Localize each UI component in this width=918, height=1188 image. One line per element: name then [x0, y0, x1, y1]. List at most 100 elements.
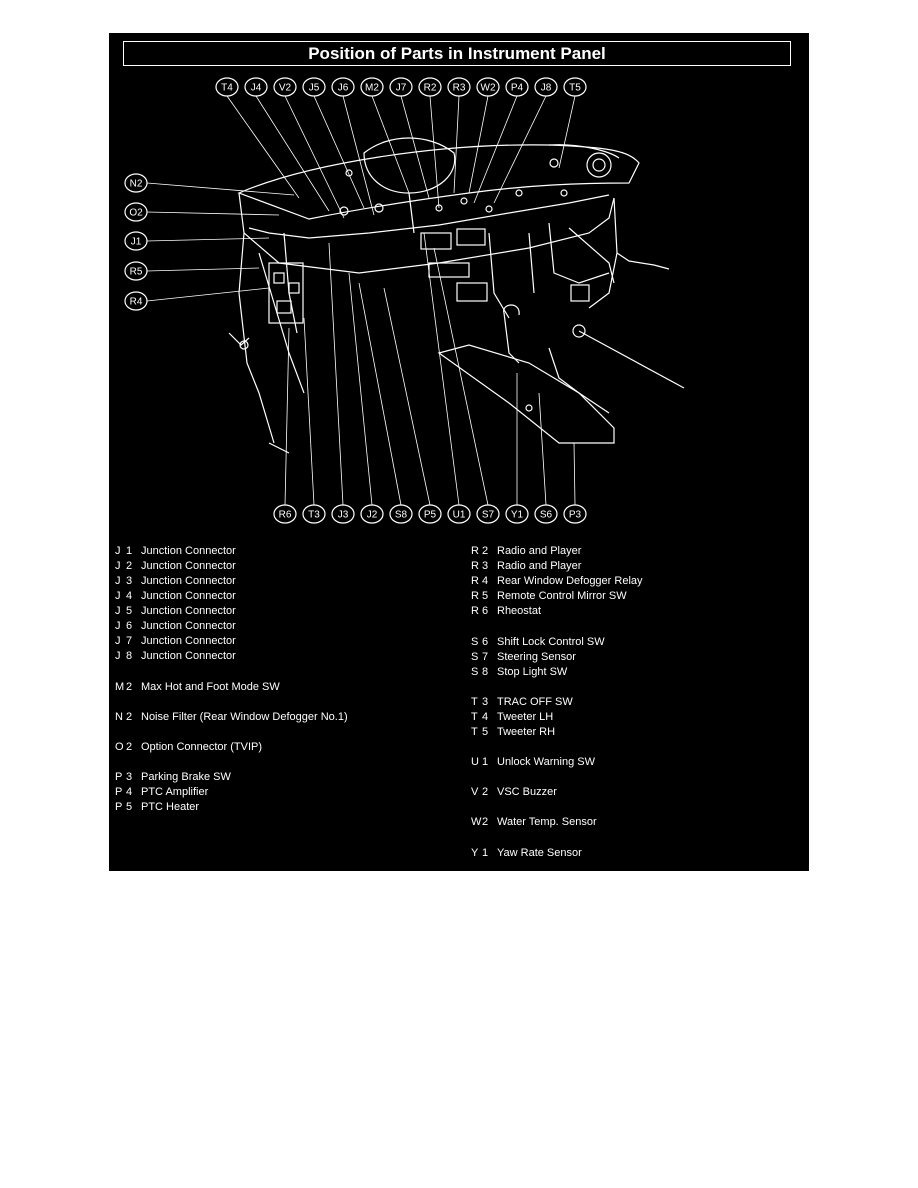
legend-number: 5	[482, 590, 489, 602]
legend-name: Junction Connector	[141, 650, 236, 662]
callout-r3: R3	[447, 77, 471, 97]
callout-p4-label: P4	[511, 83, 524, 94]
callout-p5: P5	[418, 504, 442, 524]
callout-p3: P3	[563, 504, 587, 524]
leader-line	[383, 287, 431, 506]
legend-letter: W	[471, 816, 482, 828]
leader-line	[328, 242, 344, 506]
legend-letter: J	[115, 650, 121, 662]
legend-number: 1	[482, 756, 489, 768]
callout-r6: R6	[273, 504, 297, 524]
legend-number: 2	[482, 786, 489, 798]
callout-n2: N2	[124, 173, 148, 193]
legend-letter: U	[471, 756, 479, 768]
legend-letter: P	[115, 801, 123, 813]
callout-t5-label: T5	[569, 83, 581, 94]
callout-o2-label: O2	[129, 208, 143, 219]
legend-number: 6	[482, 605, 489, 617]
callout-j1-label: J1	[131, 237, 142, 248]
callout-u1: U1	[447, 504, 471, 524]
callout-j7-label: J7	[396, 83, 407, 94]
legend-name: Shift Lock Control SW	[497, 636, 605, 648]
callout-r4: R4	[124, 291, 148, 311]
callout-s6: S6	[534, 504, 558, 524]
callout-m2-label: M2	[365, 83, 379, 94]
callout-r5: R5	[124, 261, 148, 281]
leader-line	[468, 95, 489, 194]
leader-line	[146, 267, 260, 272]
callout-j5: J5	[302, 77, 326, 97]
callout-j8-label: J8	[541, 83, 552, 94]
legend-letter: T	[471, 696, 478, 708]
callout-r6-label: R6	[279, 510, 292, 521]
leader-line	[303, 317, 315, 506]
legend-number: 3	[482, 560, 489, 572]
legend-name: Junction Connector	[141, 545, 236, 557]
legend-name: Parking Brake SW	[141, 771, 231, 783]
legend-letter: P	[115, 771, 123, 783]
callout-j2: J2	[360, 504, 384, 524]
leader-line	[226, 95, 300, 199]
legend-number: 4	[482, 575, 489, 587]
legend-name: Tweeter LH	[497, 711, 554, 723]
leader-line	[538, 392, 547, 506]
legend-name: Remote Control Mirror SW	[497, 590, 627, 602]
callout-t5: T5	[563, 77, 587, 97]
callout-p3-label: P3	[569, 510, 582, 521]
leader-line	[255, 95, 330, 212]
callout-y1-label: Y1	[511, 510, 524, 521]
callout-j8: J8	[534, 77, 558, 97]
callout-j1: J1	[124, 231, 148, 251]
legend-number: 3	[126, 575, 133, 587]
leader-line	[493, 95, 547, 204]
legend-name: Option Connector (TVIP)	[141, 741, 263, 753]
callout-leader-lines	[146, 95, 576, 506]
legend-name: Junction Connector	[141, 605, 236, 617]
legend-number: 2	[126, 681, 133, 693]
dashboard-drawing	[228, 137, 685, 454]
callout-r2-label: R2	[424, 83, 437, 94]
legend-name: Junction Connector	[141, 590, 236, 602]
callout-n2-label: N2	[130, 179, 143, 190]
callout-j2-label: J2	[367, 510, 378, 521]
legend-name: Rheostat	[497, 605, 542, 617]
callout-j5-label: J5	[309, 83, 320, 94]
legend-letter: R	[471, 605, 479, 617]
callout-r3-label: R3	[453, 83, 466, 94]
legend-number: 2	[126, 560, 133, 572]
legend-letter: P	[115, 786, 123, 798]
legend-letter: V	[471, 786, 479, 798]
page-title: Position of Parts in Instrument Panel	[123, 41, 791, 66]
legend-name: TRAC OFF SW	[497, 696, 573, 708]
legend-name: Yaw Rate Sensor	[497, 847, 582, 859]
legend-letter: J	[115, 635, 121, 647]
callout-s7: S7	[476, 504, 500, 524]
legend-name: VSC Buzzer	[497, 786, 557, 798]
legend-letter: S	[471, 651, 479, 663]
callout-w2: W2	[476, 77, 500, 97]
leader-line	[400, 95, 430, 199]
callout-s6-label: S6	[540, 510, 553, 521]
legend-letter: R	[471, 560, 479, 572]
legend-number: 4	[126, 786, 133, 798]
callout-j7: J7	[389, 77, 413, 97]
callout-j3-label: J3	[338, 510, 349, 521]
legend-name: Junction Connector	[141, 575, 236, 587]
legend-number: 8	[482, 666, 489, 678]
leader-line	[558, 95, 576, 169]
legend-name: Max Hot and Foot Mode SW	[141, 681, 280, 693]
callout-s8-label: S8	[395, 510, 408, 521]
leader-line	[284, 327, 290, 506]
legend-number: 5	[482, 726, 489, 738]
